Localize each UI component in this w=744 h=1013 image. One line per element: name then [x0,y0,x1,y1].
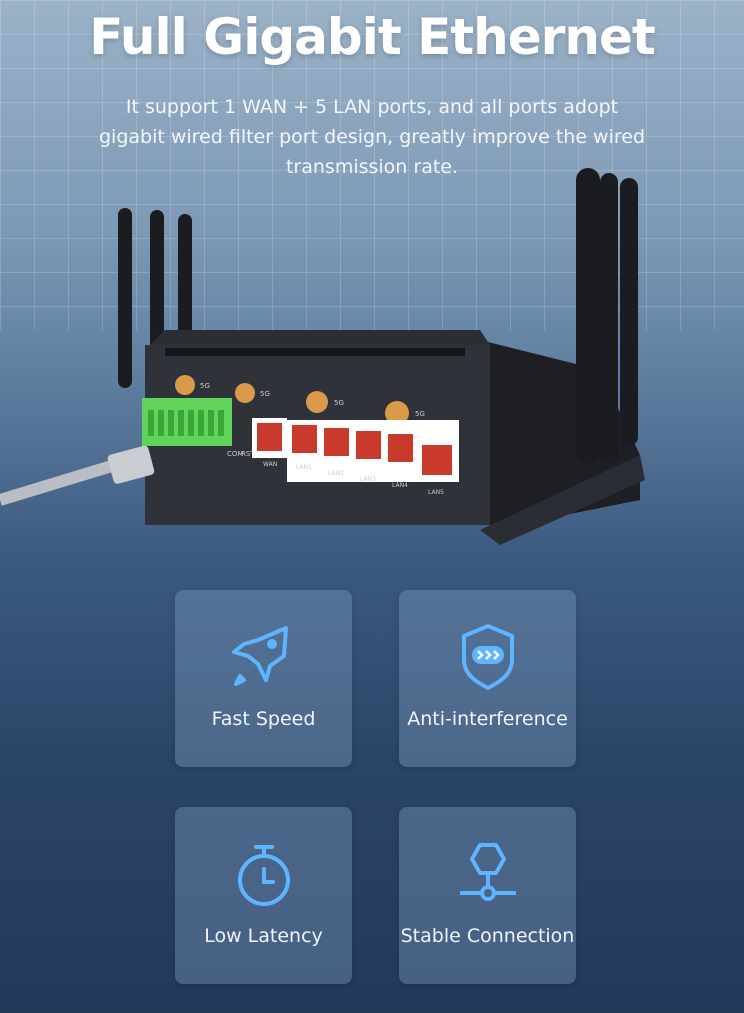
svg-text:5G: 5G [415,410,425,418]
svg-text:LAN2: LAN2 [328,470,344,477]
svg-text:5G: 5G [334,399,344,407]
svg-text:LAN4: LAN4 [392,482,408,489]
svg-text:5G: 5G [200,382,210,390]
feature-card-anti-interference: Anti-interference [399,590,576,767]
stopwatch-icon [175,835,352,915]
svg-text:LAN5: LAN5 [428,489,444,496]
feature-label: Fast Speed [211,708,316,730]
terminal-block [142,398,232,446]
feature-card-fast-speed: Fast Speed [175,590,352,767]
network-node-icon [399,835,576,915]
shield-icon [399,618,576,698]
page-title: Full Gigabit Ethernet [89,8,656,66]
svg-text:LAN1: LAN1 [296,464,312,471]
svg-text:WAN: WAN [263,461,277,468]
svg-text:RST: RST [241,450,255,458]
feature-label: Low Latency [204,925,323,947]
feature-card-low-latency: Low Latency [175,807,352,984]
svg-text:COM: COM [227,450,243,458]
antennas-left [118,208,192,388]
router-image: 5G 5G 5G 5G COM RST WAN LAN1 LAN2 LAN3 L… [0,168,645,545]
svg-text:5G: 5G [260,390,270,398]
ethernet-ports [252,418,459,482]
rocket-icon [175,618,352,698]
page-subtitle: It support 1 WAN + 5 LAN ports, and all … [98,96,646,178]
feature-label: Stable Connection [400,925,575,947]
feature-label: Anti-interference [407,708,568,730]
svg-text:LAN3: LAN3 [360,476,376,483]
feature-card-stable-connection: Stable Connection [399,807,576,984]
